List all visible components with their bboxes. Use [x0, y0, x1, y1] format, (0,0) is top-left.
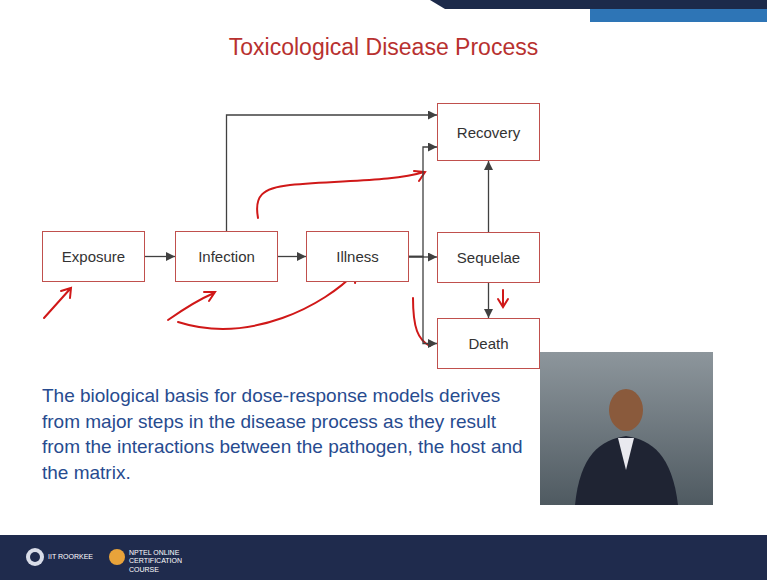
- flow-arrow: [278, 256, 306, 257]
- flow-arrow: [409, 257, 437, 344]
- institute-logo-inner: [30, 552, 40, 562]
- box-label: Recovery: [457, 124, 520, 141]
- footer-label: NPTEL ONLINE CERTIFICATION COURSE: [129, 549, 199, 574]
- header-band: [430, 0, 767, 9]
- box-label: Exposure: [62, 248, 125, 265]
- presenter-shirt: [618, 438, 634, 470]
- annotation-arrow: [257, 171, 425, 218]
- flow-arrow: [409, 147, 437, 257]
- annotation-stroke: [413, 298, 430, 346]
- process-box: Infection: [175, 231, 278, 282]
- process-box: Exposure: [42, 231, 145, 282]
- flow-arrow: [488, 161, 489, 232]
- annotation-arrow: [168, 292, 215, 320]
- box-label: Sequelae: [457, 249, 520, 266]
- process-box: Death: [437, 318, 540, 369]
- process-box: Illness: [306, 231, 409, 282]
- header-tab: [590, 9, 767, 22]
- box-label: Infection: [198, 248, 255, 265]
- presenter-video: [540, 352, 713, 505]
- footer-bar: [0, 535, 767, 580]
- box-label: Illness: [336, 248, 379, 265]
- institute-logo: [26, 548, 44, 566]
- presenter-body: [575, 436, 678, 505]
- slide-caption: The biological basis for dose-response m…: [42, 383, 532, 486]
- flow-arrow: [145, 256, 175, 257]
- nptel-logo: [109, 549, 125, 565]
- process-box: Sequelae: [437, 232, 540, 283]
- presenter-head: [609, 389, 643, 431]
- box-label: Death: [468, 335, 508, 352]
- footer-label: IIT ROORKEE: [48, 553, 108, 561]
- flow-arrow: [227, 115, 438, 231]
- process-box: Recovery: [437, 103, 540, 161]
- flow-arrow: [488, 283, 489, 318]
- annotation-arrow: [44, 288, 71, 318]
- slide-title: Toxicological Disease Process: [0, 34, 767, 61]
- annotation-arrow: [498, 290, 508, 307]
